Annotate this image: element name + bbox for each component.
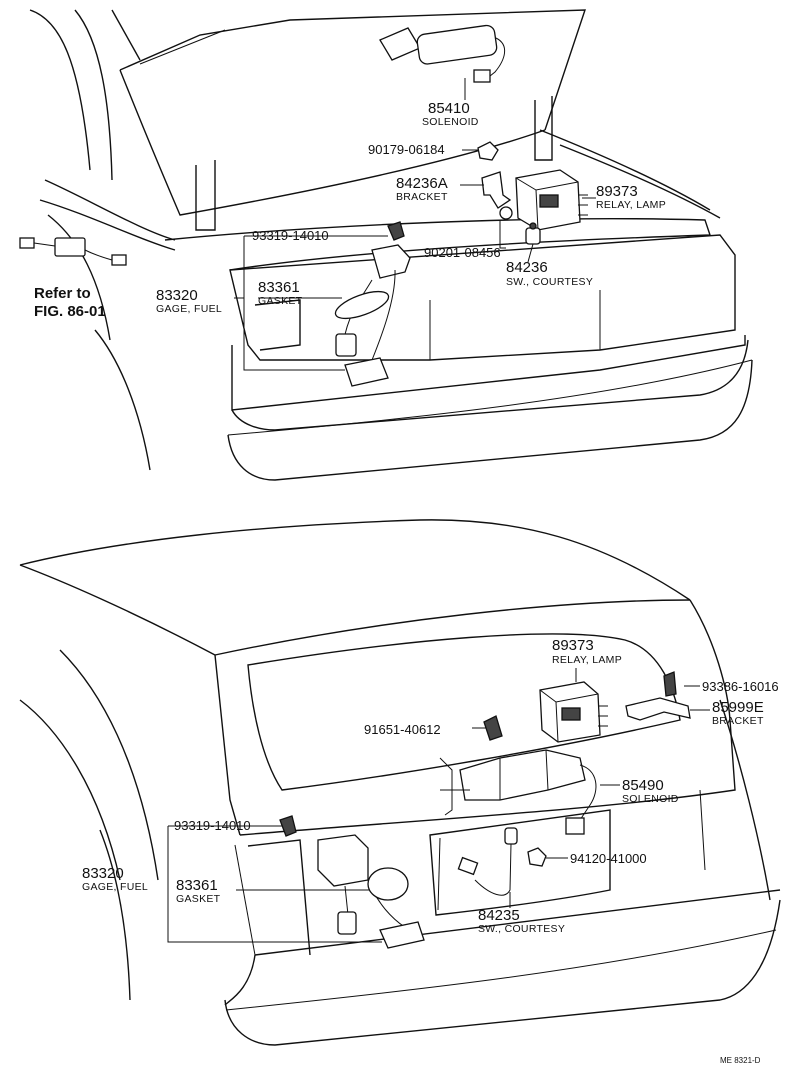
- bottom-label-93386-number: 93386-16016: [702, 679, 779, 694]
- bracket-85999e-part: [625, 697, 691, 721]
- top-label-83320-desc: GAGE, FUEL: [156, 303, 222, 315]
- bottom-label-85999e-number: 85999E: [712, 699, 764, 716]
- top-label-93319-number: 93319-14010: [252, 228, 329, 243]
- bottom-label-84235-desc: SW., COURTESY: [478, 923, 565, 935]
- nut-90179-part: [477, 141, 499, 161]
- bolt-93319-top-part: [387, 221, 405, 241]
- washer-90201-part: [499, 206, 513, 220]
- top-parts: [19, 24, 588, 387]
- figure-code: ME 8321-D: [720, 1056, 761, 1065]
- relay-89373-top-part: [515, 169, 588, 231]
- bottom-label-85490-desc: SOLENOID: [622, 793, 679, 805]
- bottom-parts: [279, 671, 691, 949]
- gasket-83361-top-part: [334, 290, 390, 320]
- top-car-body: [29, 9, 753, 481]
- top-labels: 85410 SOLENOID 90179-06184 84236A BRACKE…: [34, 100, 666, 320]
- bottom-label-89373-number: 89373: [552, 637, 594, 654]
- top-label-90179-number: 90179-06184: [368, 142, 445, 157]
- solenoid-85410-part: [379, 24, 505, 83]
- bottom-label-85999e-desc: BRACKET: [712, 715, 764, 727]
- bottom-label-94120-number: 94120-41000: [570, 851, 647, 866]
- top-label-84236-number: 84236: [506, 259, 548, 276]
- switch-84236-part: [525, 222, 541, 245]
- bracket-84236a-part: [481, 171, 512, 209]
- bottom-label-91651-number: 91651-40612: [364, 722, 441, 737]
- top-label-83320-number: 83320: [156, 287, 198, 304]
- top-label-90201-number: 90201-08456: [424, 245, 501, 260]
- top-label-85410-desc: SOLENOID: [422, 116, 479, 128]
- bottom-leader-lines: [167, 668, 710, 943]
- bottom-label-84235-number: 84235: [478, 907, 520, 924]
- relay-89373-bottom-part: [539, 681, 608, 743]
- bottom-label-83361-desc: GASKET: [176, 893, 221, 905]
- top-label-84236-desc: SW., COURTESY: [506, 276, 593, 288]
- switch-84235-part: [457, 827, 518, 896]
- harness-fig86-part: [19, 237, 127, 266]
- top-label-84236a-desc: BRACKET: [396, 191, 448, 203]
- bottom-label-83320-desc: GAGE, FUEL: [82, 881, 148, 893]
- solenoid-85490-part: [439, 749, 597, 835]
- top-label-83361-number: 83361: [258, 279, 300, 296]
- bottom-label-89373-desc: RELAY, LAMP: [552, 654, 622, 666]
- bottom-label-83361-number: 83361: [176, 877, 218, 894]
- top-label-89373-number: 89373: [596, 183, 638, 200]
- fuel-gage-83320-bottom-part: [317, 834, 425, 949]
- bolt-93386-part: [663, 671, 677, 697]
- bottom-label-83320-number: 83320: [82, 865, 124, 882]
- bolt-91651-part: [483, 715, 503, 741]
- bottom-labels: 89373 RELAY, LAMP 93386-16016 85999E BRA…: [82, 637, 779, 935]
- gasket-83361-bottom-part: [367, 867, 409, 901]
- top-label-89373-desc: RELAY, LAMP: [596, 199, 666, 211]
- bolt-93319-bottom-part: [279, 815, 297, 837]
- nut-94120-part: [527, 847, 547, 867]
- top-label-84236a-number: 84236A: [396, 175, 448, 192]
- reference-line1: Refer to: [34, 285, 91, 302]
- bottom-label-93319-number: 93319-14010: [174, 818, 251, 833]
- bottom-car-body: [19, 519, 781, 1046]
- bottom-label-85490-number: 85490: [622, 777, 664, 794]
- top-label-83361-desc: GASKET: [258, 295, 303, 307]
- reference-line2: FIG. 86-01: [34, 303, 106, 320]
- top-leader-lines: [234, 78, 596, 371]
- top-label-85410-number: 85410: [428, 100, 470, 117]
